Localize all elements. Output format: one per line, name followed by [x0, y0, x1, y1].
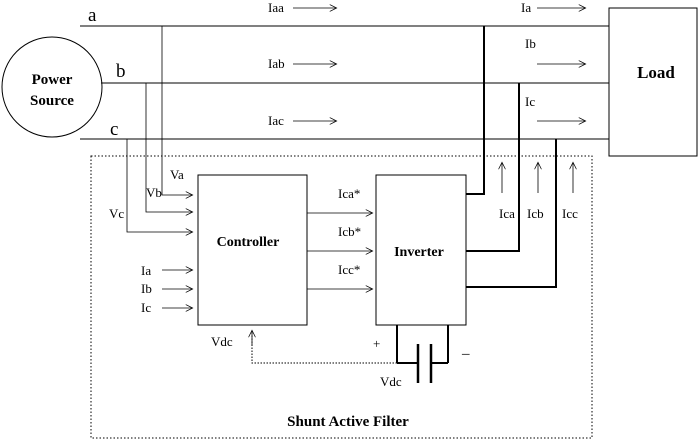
voltage-input-b-label: Vb: [146, 185, 162, 200]
load-label: Load: [637, 63, 675, 82]
controller-label: Controller: [217, 235, 280, 250]
source-current-b-label: Iab: [268, 56, 285, 71]
capacitor-plus-sign: +: [373, 336, 380, 351]
load-current-b-label: Ib: [525, 36, 536, 51]
voltage-tap-a: [161, 26, 192, 195]
capacitor-voltage-label: Vdc: [380, 374, 402, 389]
load-box: [608, 7, 698, 157]
compensation-current-a-label: Ica: [499, 206, 515, 221]
voltage-tap-b: [145, 83, 192, 212]
phase-c-label: c: [110, 119, 118, 140]
power-source: [1, 36, 103, 138]
filter-boundary: [90, 155, 593, 439]
current-input-a-label: Ia: [141, 263, 151, 278]
controller-box: [197, 174, 308, 326]
voltage-tap-c: [126, 139, 192, 232]
power-source-label-line2: Source: [30, 93, 74, 109]
reference-current-c-label: Icc*: [338, 262, 360, 277]
inverter-label: Inverter: [394, 245, 444, 260]
inverter-output-c: [466, 139, 557, 288]
voltage-input-c-label: Vc: [109, 206, 124, 221]
load-current-c-label: Ic: [525, 94, 535, 109]
source-current-c-label: Iac: [268, 113, 284, 128]
inverter-output-b: [466, 83, 520, 252]
capacitor-minus-sign: –: [461, 346, 470, 362]
current-input-c-label: Ic: [141, 300, 151, 315]
current-input-b-label: Ib: [141, 281, 152, 296]
filter-title: Shunt Active Filter: [287, 414, 409, 430]
dc-voltage-feedback-label: Vdc: [211, 334, 233, 349]
load-current-a-label: Ia: [521, 0, 531, 15]
power-source-label-line1: Power: [32, 72, 73, 88]
compensation-current-c-label: Icc: [562, 206, 578, 221]
reference-current-b-label: Icb*: [338, 224, 361, 239]
phase-a-label: a: [88, 5, 97, 26]
source-current-a-label: Iaa: [268, 0, 284, 15]
inverter-box: [375, 174, 467, 326]
voltage-input-a-label: Va: [170, 167, 184, 182]
inverter-output-a: [466, 26, 485, 195]
reference-current-a-label: Ica*: [338, 186, 360, 201]
compensation-current-b-label: Icb: [527, 206, 544, 221]
phase-b-label: b: [116, 61, 126, 82]
